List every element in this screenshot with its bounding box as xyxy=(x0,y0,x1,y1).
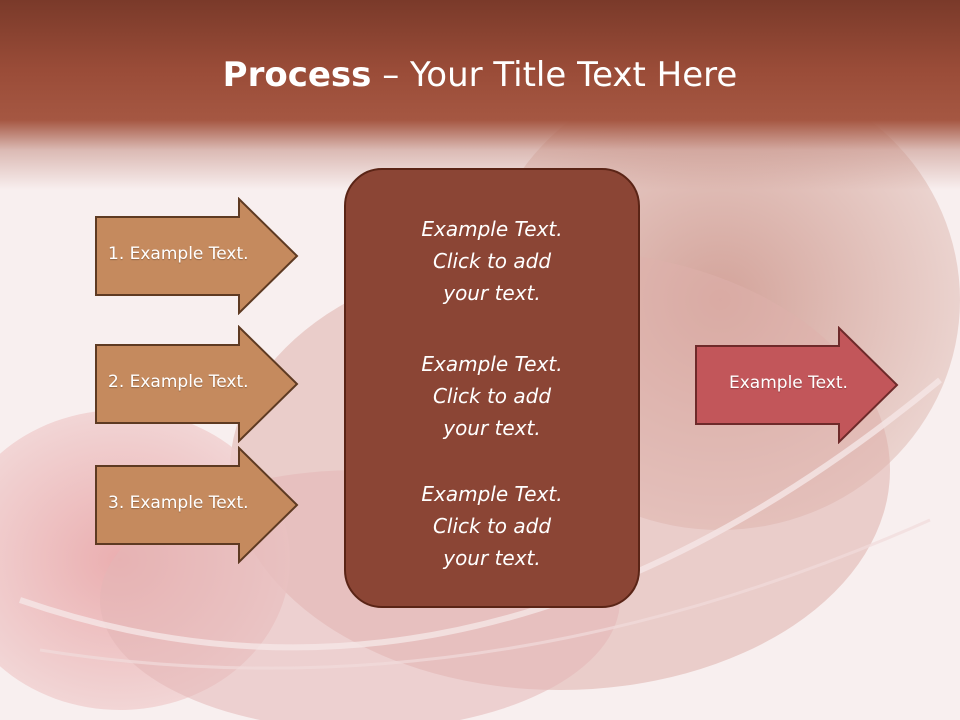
header-band xyxy=(0,0,960,190)
title-dash: – xyxy=(371,55,411,95)
left-arrow-2-label: 2. Example Text. xyxy=(108,372,249,392)
center-paragraph-2-line-3: your text. xyxy=(443,416,541,440)
center-paragraph-3[interactable]: Example Text. Click to add your text. xyxy=(344,478,640,574)
left-arrow-2[interactable] xyxy=(94,325,300,443)
center-paragraph-2[interactable]: Example Text. Click to add your text. xyxy=(344,348,640,444)
center-paragraph-1-line-2: Click to add xyxy=(432,249,552,273)
center-paragraph-1-line-1: Example Text. xyxy=(421,217,563,241)
right-arrow-label: Example Text. xyxy=(729,373,848,393)
right-arrow[interactable] xyxy=(694,326,900,444)
center-content-box[interactable] xyxy=(344,168,640,608)
center-paragraph-1-line-3: your text. xyxy=(443,281,541,305)
center-paragraph-1[interactable]: Example Text. Click to add your text. xyxy=(344,213,640,309)
slide-title[interactable]: Process – Your Title Text Here xyxy=(0,50,960,100)
center-paragraph-3-line-1: Example Text. xyxy=(421,482,563,506)
left-arrow-3-label: 3. Example Text. xyxy=(108,493,249,513)
center-paragraph-2-line-2: Click to add xyxy=(432,384,552,408)
center-paragraph-3-line-2: Click to add xyxy=(432,514,552,538)
title-bold: Process xyxy=(222,55,372,95)
title-rest: Your Title Text Here xyxy=(410,55,738,95)
center-paragraph-3-line-3: your text. xyxy=(443,546,541,570)
left-arrow-3[interactable] xyxy=(94,446,300,564)
center-paragraph-2-line-1: Example Text. xyxy=(421,352,563,376)
left-arrow-1[interactable] xyxy=(94,197,300,315)
left-arrow-1-label: 1. Example Text. xyxy=(108,244,249,264)
